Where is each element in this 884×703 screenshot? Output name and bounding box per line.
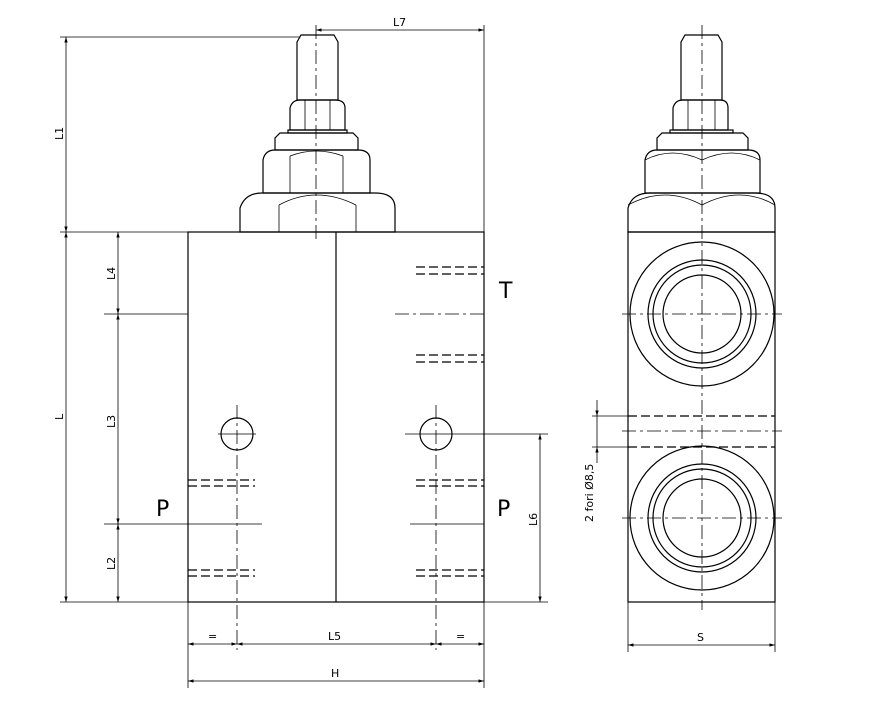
port-p-right-label: P bbox=[497, 497, 510, 522]
dim-l1: L1 bbox=[53, 127, 66, 140]
port-p-left-label: P bbox=[156, 497, 169, 522]
dim-eq-left: = bbox=[208, 630, 217, 643]
side-view bbox=[592, 25, 782, 652]
valve-cartridge bbox=[239, 34, 396, 233]
dim-l4: L4 bbox=[105, 267, 118, 280]
port-t-label: T bbox=[498, 279, 513, 304]
dim-l2: L2 bbox=[105, 557, 118, 570]
dim-l5: L5 bbox=[328, 630, 341, 643]
dimensions bbox=[60, 25, 548, 688]
dim-l6: L6 bbox=[527, 513, 540, 526]
dim-eq-right: = bbox=[456, 630, 465, 643]
dim-h: H bbox=[331, 667, 339, 680]
front-view bbox=[104, 25, 548, 650]
dim-l3: L3 bbox=[105, 415, 118, 428]
dim-l7: L7 bbox=[393, 16, 406, 29]
dim-holes: 2 fori Ø8,5 bbox=[583, 464, 596, 522]
dim-s: S bbox=[697, 631, 704, 644]
dim-l: L bbox=[53, 413, 66, 420]
